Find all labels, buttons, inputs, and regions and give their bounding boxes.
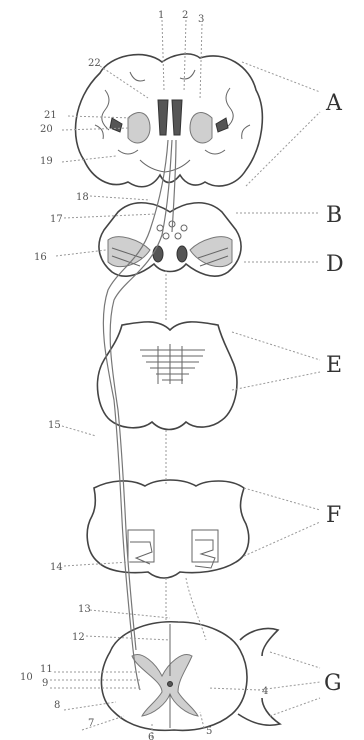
label-14: 14 — [50, 562, 63, 573]
section-label-A: A — [325, 91, 343, 116]
section-label-E: E — [326, 353, 342, 378]
brain-coronal-section — [76, 54, 263, 187]
label-11: 11 — [40, 664, 53, 675]
label-3: 3 — [198, 14, 204, 25]
section-label-B: B — [326, 203, 342, 228]
section-label-G: G — [324, 671, 342, 696]
medulla-section — [87, 480, 249, 578]
section-label-F: F — [326, 503, 341, 528]
label-7: 7 — [88, 718, 94, 729]
label-6: 6 — [148, 732, 154, 740]
label-22: 22 — [88, 58, 101, 69]
section-label-D: D — [326, 252, 344, 277]
midbrain-section — [99, 203, 241, 276]
label-20: 20 — [40, 124, 53, 135]
label-8: 8 — [54, 700, 60, 711]
label-5: 5 — [206, 726, 212, 737]
label-21: 21 — [44, 110, 57, 121]
label-10: 10 — [20, 672, 33, 683]
label-1: 1 — [158, 10, 164, 21]
leader-lines — [50, 20, 320, 740]
label-18: 18 — [76, 192, 89, 203]
label-4: 4 — [262, 686, 268, 697]
pontine-nuclei-pattern — [140, 344, 205, 384]
label-17: 17 — [50, 214, 63, 225]
label-12: 12 — [72, 632, 85, 643]
label-15: 15 — [48, 420, 61, 431]
label-13: 13 — [78, 604, 91, 615]
spinal-cord-section — [101, 622, 280, 731]
section-letters: A B D E F G — [324, 91, 344, 696]
label-16: 16 — [34, 252, 47, 263]
label-2: 2 — [182, 10, 188, 21]
descending-tract-lines — [103, 140, 206, 690]
label-19: 19 — [40, 156, 53, 167]
label-9: 9 — [42, 678, 48, 689]
